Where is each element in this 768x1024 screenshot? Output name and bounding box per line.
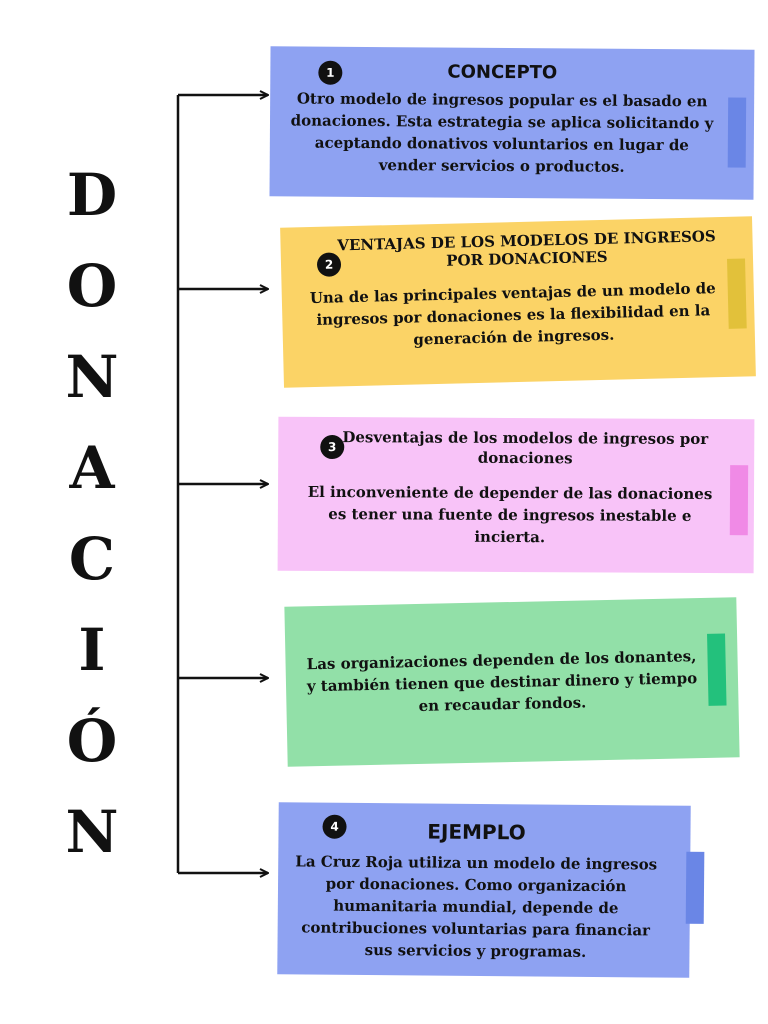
title-letter: D <box>66 161 118 229</box>
card-title: EJEMPLO <box>427 819 526 845</box>
number-badge: 3 <box>320 434 345 460</box>
card-desventajas: 3 Desventajas de los modelos de ingresos… <box>277 416 755 574</box>
title-letter: N <box>65 798 119 866</box>
card-body: La Cruz Roja utiliza un modelo de ingres… <box>295 852 658 961</box>
title-letter: A <box>69 434 115 502</box>
title-letter: C <box>68 525 116 593</box>
card-header: 2 VENTAJAS DE LOS MODELOS DE INGRESOS PO… <box>300 227 723 277</box>
tape-decoration <box>727 258 747 329</box>
title-letter: N <box>65 343 119 411</box>
tape-decoration <box>729 465 749 536</box>
number-badge: 1 <box>318 60 343 85</box>
tape-decoration <box>707 633 727 706</box>
title-letter: Ó <box>66 707 118 775</box>
tape-decoration <box>685 851 705 924</box>
card-header: 4 EJEMPLO <box>292 814 660 845</box>
card-ventajas: 2 VENTAJAS DE LOS MODELOS DE INGRESOS PO… <box>280 216 756 388</box>
card-title: Desventajas de los modelos de ingresos p… <box>342 428 709 468</box>
card-organizaciones: Las organizaciones dependen de los donan… <box>284 597 740 767</box>
card-title: VENTAJAS DE LOS MODELOS DE INGRESOS POR … <box>337 227 716 270</box>
card-body: Una de las principales ventajas de un mo… <box>309 279 716 349</box>
card-header: 1 CONCEPTO <box>290 60 714 85</box>
title-letter: O <box>66 252 118 320</box>
card-body: El inconveniente de depender de las dona… <box>307 482 713 547</box>
tape-decoration <box>727 97 747 168</box>
card-title: CONCEPTO <box>447 61 558 84</box>
number-badge: 4 <box>322 814 347 839</box>
title-letter: I <box>78 616 106 684</box>
number-badge: 2 <box>316 252 342 277</box>
card-body: Las organizaciones dependen de los donan… <box>306 647 698 715</box>
card-header: 3 Desventajas de los modelos de ingresos… <box>302 427 718 469</box>
card-ejemplo: 4 EJEMPLO La Cruz Roja utiliza un modelo… <box>277 802 705 978</box>
card-body: Otro modelo de ingresos popular es el ba… <box>290 89 714 176</box>
vertical-title: D O N A C I Ó N <box>52 150 132 878</box>
card-concepto: 1 CONCEPTO Otro modelo de ingresos popul… <box>269 46 755 200</box>
